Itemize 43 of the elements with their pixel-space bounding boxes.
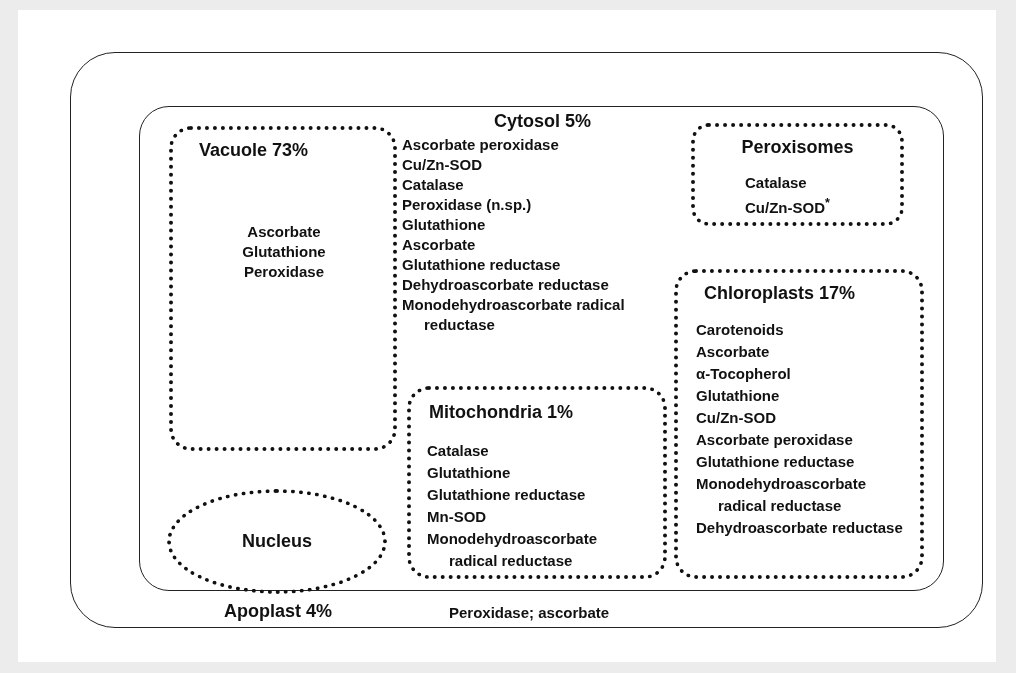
antioxidant-name: Cu/Zn-SOD bbox=[696, 408, 777, 428]
antioxidant-name: Cu/Zn-SOD bbox=[402, 155, 483, 175]
antioxidant-name: Dehydroascorbate reductase bbox=[696, 518, 904, 538]
compartment-name: Cytosol 5% bbox=[493, 111, 592, 132]
antioxidant-name: Catalase bbox=[745, 173, 808, 193]
antioxidant-name: Glutathione bbox=[241, 242, 327, 262]
compartment-name: Chloroplasts 17% bbox=[704, 283, 856, 304]
antioxidant-name: Glutathione reductase bbox=[696, 452, 856, 472]
antioxidant-name: Mn-SOD bbox=[427, 507, 488, 527]
compartment-name: Nucleus bbox=[241, 531, 313, 552]
organelle-outline bbox=[691, 123, 904, 226]
antioxidant-name: α-Tocopherol bbox=[696, 364, 792, 384]
antioxidant-name: Catalase bbox=[427, 441, 490, 461]
antioxidant-name: Ascorbate peroxidase bbox=[402, 135, 560, 155]
organelle-outline bbox=[674, 269, 924, 579]
antioxidant-name: Peroxidase (n.sp.) bbox=[402, 195, 533, 215]
compartment-name: Peroxisomes bbox=[740, 137, 855, 158]
antioxidant-name: Glutathione bbox=[402, 215, 487, 235]
antioxidant-name: Dehydroascorbate reductase bbox=[402, 275, 610, 295]
antioxidant-name: Ascorbate bbox=[696, 342, 771, 362]
antioxidant-name: Monodehydroascorbate radical reductase bbox=[427, 529, 599, 571]
compartment-outline bbox=[139, 106, 944, 591]
compartment-contents: Peroxidase; ascorbate bbox=[449, 603, 611, 623]
antioxidant-name: Catalase bbox=[402, 175, 465, 195]
antioxidant-name: Glutathione bbox=[696, 386, 781, 406]
antioxidant-name: Glutathione reductase bbox=[427, 485, 587, 505]
compartment-name: Apoplast 4% bbox=[224, 601, 333, 622]
antioxidant-name: Cu/Zn-SOD$^{*}$ bbox=[745, 195, 831, 218]
antioxidant-name: Glutathione bbox=[427, 463, 512, 483]
antioxidant-name: Peroxidase bbox=[242, 262, 325, 282]
compartment-name: Mitochondria 1% bbox=[429, 402, 573, 423]
compartment-outline bbox=[70, 52, 983, 628]
organelle-outline bbox=[407, 386, 667, 579]
antioxidant-name: Glutathione reductase bbox=[402, 255, 562, 275]
antioxidant-name: Ascorbate bbox=[246, 222, 322, 242]
antioxidant-name: Ascorbate bbox=[402, 235, 477, 255]
compartment-name: Vacuole 73% bbox=[199, 140, 309, 161]
antioxidant-name: Monodehydroascorbate radical reductase bbox=[696, 474, 868, 516]
nucleus-ellipse bbox=[167, 489, 387, 594]
antioxidant-name: Monodehydroascorbate radical reductase bbox=[402, 295, 626, 335]
antioxidant-name: Carotenoids bbox=[696, 320, 785, 340]
antioxidant-name: Ascorbate peroxidase bbox=[696, 430, 854, 450]
organelle-outline bbox=[169, 126, 397, 451]
